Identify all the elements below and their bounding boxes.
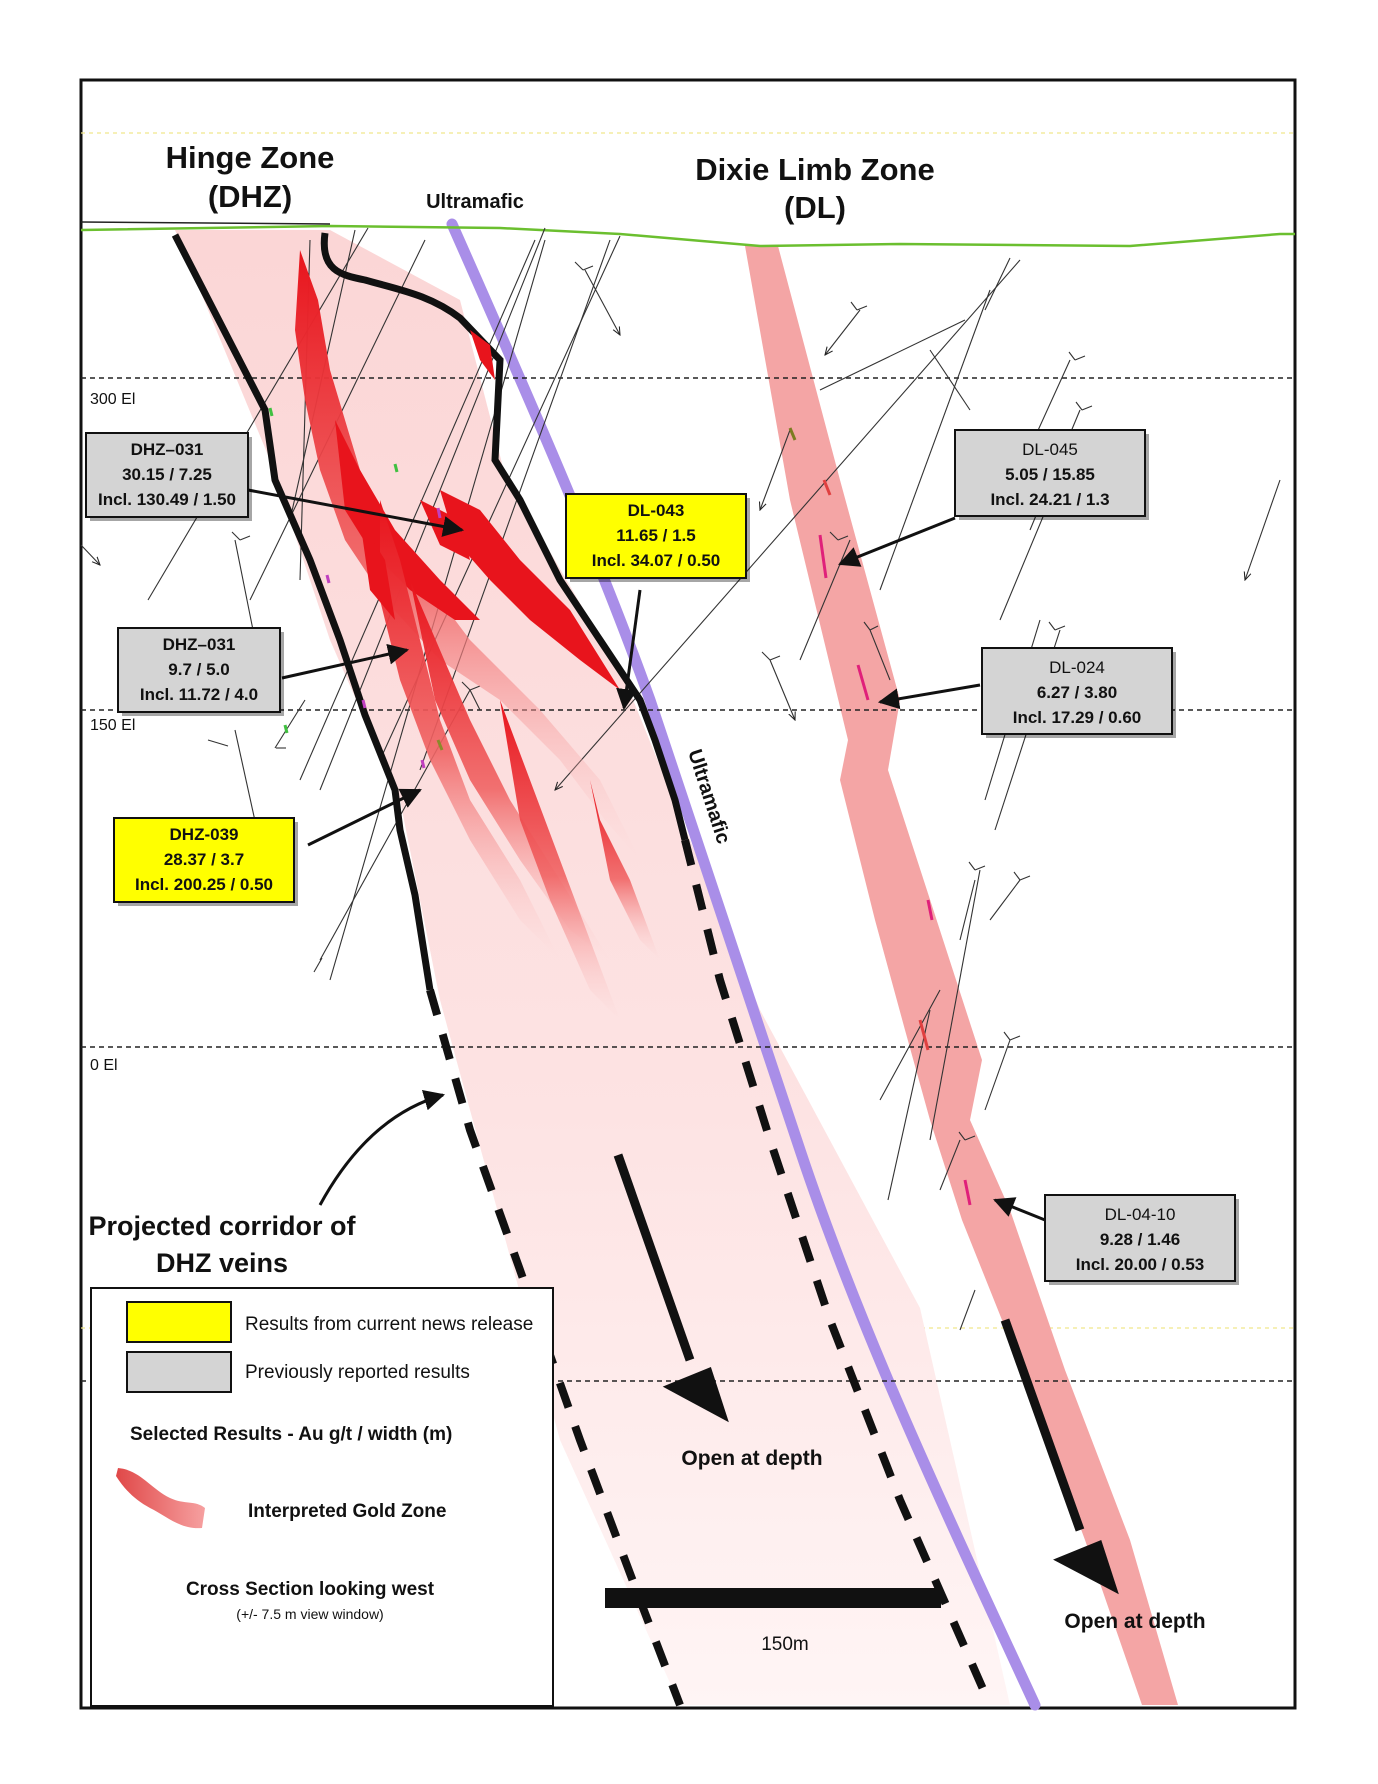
legend-current-swatch (126, 1301, 232, 1343)
legend-selected-results: Selected Results - Au g/t / width (m) (130, 1424, 452, 1445)
legend-view-window: (+/- 7.5 m view window) (236, 1606, 383, 1622)
ultramafic-label-top: Ultramafic (426, 191, 524, 213)
result-label-dhz031-a: DHZ–031 30.15 / 7.25 Incl. 130.49 / 1.50 (85, 432, 252, 521)
result-label-dhz039: DHZ-039 28.37 / 3.7 Incl. 200.25 / 0.50 (113, 817, 298, 906)
dhz-east-contact (320, 232, 689, 841)
projected-corridor-label-2: DHZ veins (156, 1248, 288, 1278)
svg-text:Incl. 34.07 / 0.50: Incl. 34.07 / 0.50 (592, 551, 721, 570)
drill-collar-ticks (207, 261, 1093, 1141)
result-label-dl0410: DL-04-10 9.28 / 1.46 Incl. 20.00 / 0.53 (1044, 1194, 1239, 1285)
svg-text:6.27 / 3.80: 6.27 / 3.80 (1037, 683, 1117, 702)
svg-text:30.15 / 7.25: 30.15 / 7.25 (122, 465, 212, 484)
legend-previous-swatch (126, 1351, 232, 1393)
svg-text:DL-043: DL-043 (628, 501, 685, 520)
ultramafic-contact (446, 218, 1041, 1711)
elevation-label-300: 300 El (90, 391, 135, 408)
dl-gold-zone (745, 246, 1178, 1705)
open-at-depth-arrows (613, 1153, 1119, 1595)
svg-text:DL-045: DL-045 (1022, 440, 1078, 459)
svg-text:11.65 / 1.5: 11.65 / 1.5 (616, 526, 695, 545)
svg-text:DL-024: DL-024 (1049, 658, 1105, 677)
elevation-label-150: 150 El (90, 717, 135, 734)
result-label-dl024: DL-024 6.27 / 3.80 Incl. 17.29 / 0.60 (981, 647, 1176, 738)
svg-text:Incl. 130.49 / 1.50: Incl. 130.49 / 1.50 (98, 490, 236, 509)
scale-bar-label: 150m (761, 1634, 809, 1655)
svg-text:Incl. 11.72 / 4.0: Incl. 11.72 / 4.0 (140, 685, 258, 704)
svg-text:Incl. 200.25 / 0.50: Incl. 200.25 / 0.50 (135, 875, 273, 894)
svg-text:5.05 / 15.85: 5.05 / 15.85 (1005, 465, 1095, 484)
open-at-depth-dl: Open at depth (1064, 1610, 1205, 1633)
legend-gold-zone-label: Interpreted Gold Zone (248, 1501, 446, 1522)
surface-topography (80, 224, 1295, 248)
svg-text:Incl. 20.00 / 0.53: Incl. 20.00 / 0.53 (1076, 1255, 1205, 1274)
surface-topography-shadow (80, 221, 331, 225)
dixie-limb-zone-abbrev: (DL) (784, 190, 846, 225)
svg-text:9.28 / 1.46: 9.28 / 1.46 (1100, 1230, 1180, 1249)
elevation-label-0: 0 El (90, 1057, 118, 1074)
svg-text:DHZ-039: DHZ-039 (170, 825, 239, 844)
legend: Results from current news release Previo… (90, 1287, 554, 1707)
projected-corridor-label: Projected corridor of (88, 1211, 356, 1241)
svg-text:DHZ–031: DHZ–031 (163, 635, 236, 654)
legend-current-label: Results from current news release (245, 1314, 533, 1335)
result-label-dl043: DL-043 11.65 / 1.5 Incl. 34.07 / 0.50 (565, 493, 750, 582)
projected-corridor-arrow (318, 1090, 446, 1206)
dhz-gold-veins (295, 250, 660, 1020)
scale-bar (605, 1588, 941, 1608)
open-at-depth-dhz: Open at depth (681, 1447, 822, 1470)
svg-text:Incl. 24.21 / 1.3: Incl. 24.21 / 1.3 (990, 490, 1109, 509)
callout-arrows (247, 488, 1046, 1222)
hinge-zone-title: Hinge Zone (166, 140, 335, 175)
svg-text:DL-04-10: DL-04-10 (1105, 1205, 1176, 1224)
svg-text:9.7 / 5.0: 9.7 / 5.0 (168, 660, 229, 679)
assay-markers (268, 407, 972, 1206)
svg-text:Incl. 17.29 / 0.60: Incl. 17.29 / 0.60 (1013, 708, 1142, 727)
legend-gold-zone-swatch (116, 1468, 205, 1529)
svg-text:28.37 / 3.7: 28.37 / 3.7 (164, 850, 244, 869)
legend-previous-label: Previously reported results (245, 1362, 470, 1383)
result-label-dhz031-b: DHZ–031 9.7 / 5.0 Incl. 11.72 / 4.0 (117, 627, 284, 716)
result-label-dl045: DL-045 5.05 / 15.85 Incl. 24.21 / 1.3 (954, 429, 1149, 520)
svg-text:DHZ–031: DHZ–031 (131, 440, 204, 459)
dhz-west-contact (171, 233, 434, 991)
legend-cross-section: Cross Section looking west (186, 1579, 435, 1600)
hinge-zone-abbrev: (DHZ) (208, 179, 292, 214)
dixie-limb-zone-title: Dixie Limb Zone (695, 152, 934, 187)
